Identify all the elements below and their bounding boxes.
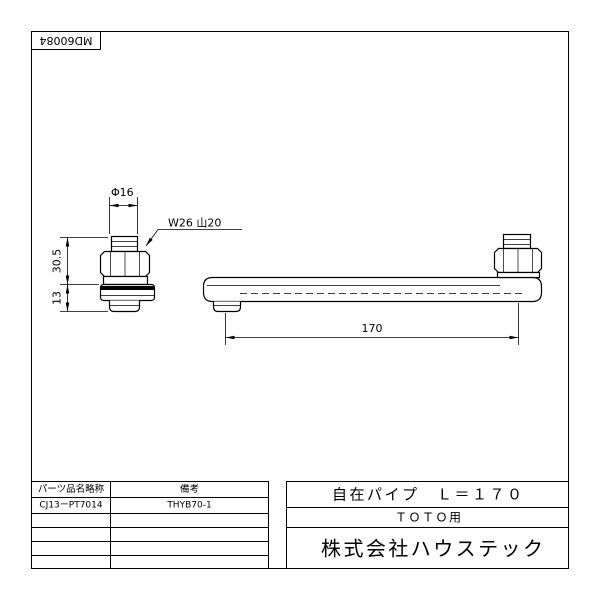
table-header-remarks: 備考 [180,483,199,495]
parts-table: パーツ品名略称 備考 CJ13ーPT7014 THYB70-1 [31,481,269,569]
drawing-number: MD60084 [40,34,93,47]
flange-band [101,286,154,290]
height-dimensions: 30.5 13 [51,237,108,312]
diameter-label: Φ16 [111,186,134,199]
fitting-collar [102,275,149,286]
fitting-side-view [99,235,156,313]
upper-height-label: 30.5 [51,249,64,274]
company-name: 株式会社ハウステック [321,537,543,561]
drawing-number-box: MD60084 [31,31,101,50]
table-cell-remarks: THYB70-1 [166,501,211,511]
length-label: 170 [362,322,383,335]
pipe-nut-thread [502,233,532,250]
table-cell-part-name: CJ13ーPT7014 [39,501,102,511]
diameter-dimension: Φ16 [109,186,138,234]
pipe-outlet-stub [212,301,242,313]
parts-table-border [31,481,269,569]
drawing-number-border [31,31,101,50]
table-header-part-name: パーツ品名略称 [38,483,105,495]
lower-height-label: 13 [51,291,64,305]
title-block-border [286,481,569,569]
product-name: 自在パイプ Ｌ＝１７０ [332,486,522,504]
pipe-nut-collar [496,271,541,279]
pipe-front-view [202,233,543,313]
thread-label: W26 山20 [168,217,221,230]
length-dimension: 170 [225,303,519,345]
title-block: 自在パイプ Ｌ＝１７０ ＴＯＴＯ用 株式会社ハウステック [286,481,569,569]
leader-line [145,229,242,247]
pipe-body [202,276,543,303]
fitting-thread [110,235,139,253]
fitting-outlet-stub [108,300,141,313]
thread-callout: W26 山20 [145,217,242,247]
compatibility-label: ＴＯＴＯ用 [395,511,461,525]
